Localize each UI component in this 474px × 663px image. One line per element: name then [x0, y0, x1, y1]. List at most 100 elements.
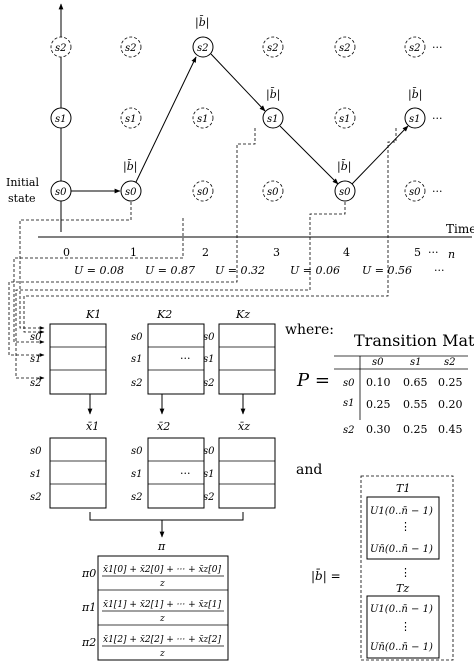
row-label: s2 — [30, 492, 42, 503]
b-def-label: |b̄| = — [311, 567, 341, 583]
n-label: n — [448, 248, 455, 261]
matrix-col-header-s0: s0 — [372, 357, 384, 368]
path-node-1 — [120, 180, 142, 202]
grid-node-label: s2 — [409, 43, 421, 54]
x-stack-2 — [147, 437, 205, 509]
grid-dots: ··· — [432, 112, 443, 125]
x-label-1: x̄1 — [86, 420, 99, 433]
grid-node — [192, 180, 214, 202]
matrix-cell: 0.20 — [438, 398, 463, 411]
path-node-3 — [262, 107, 284, 129]
matrix-cell: 0.45 — [438, 423, 463, 436]
b-label-2: |b̄| — [195, 16, 209, 30]
sample-path-arrows — [71, 53, 409, 194]
u-dots: ··· — [434, 264, 445, 277]
pi-label-0: π0 — [81, 567, 96, 580]
tick-5: 5 — [414, 246, 421, 259]
u-value-4: U = 0.06 — [290, 264, 340, 277]
matrix-row-header-s0: s0 — [343, 378, 355, 389]
row-label: s2 — [203, 492, 215, 503]
pi-symbol: π — [157, 540, 166, 553]
x-row-labels: s0 s1 s2 s0 s1 s2 s0 s1 s2 — [30, 446, 215, 503]
matrix-row-header-s2: s2 — [343, 425, 355, 436]
path-node-5-label: s1 — [409, 114, 421, 125]
row-label: s0 — [203, 446, 215, 457]
matrix-col-header-s2: s2 — [444, 357, 456, 368]
where-label: where: — [285, 322, 334, 338]
initial-state-label-line2: state — [8, 192, 36, 205]
path-node-4 — [334, 180, 356, 202]
kernel-row-labels: s0 s1 s2 s0 s1 s2 s0 s1 s2 — [30, 332, 215, 389]
b-label-5: |b̄| — [408, 88, 422, 102]
grid-node-label: s0 — [409, 187, 421, 198]
path-node-0-label: s0 — [55, 187, 67, 198]
t1-un: Un̄(0..n̄ − 1) — [370, 544, 433, 555]
kernel-label-z: Kz — [235, 308, 250, 321]
grid-node — [334, 107, 356, 129]
kernel-label-1: K1 — [85, 308, 101, 321]
tz-u1: U1(0..n̄ − 1) — [370, 604, 433, 615]
t-label-z: Tz — [396, 582, 409, 595]
matrix-cell: 0.30 — [366, 423, 391, 436]
t-vdots: ⋮ — [400, 566, 411, 579]
path-node-2-label: s2 — [197, 43, 209, 54]
pi-table — [97, 555, 229, 661]
tick-4: 4 — [343, 246, 350, 259]
path-node-1-label: s0 — [125, 187, 137, 198]
grid-node — [192, 107, 214, 129]
initial-state-label-line1: Initial — [6, 176, 39, 189]
pi-numerator-1: x̄1[1] + x̄2[1] + ··· + x̄z[1] — [103, 600, 222, 610]
t-label-1: T1 — [396, 482, 410, 495]
row-label: s0 — [203, 332, 215, 343]
grid-node — [404, 180, 426, 202]
row-label: s1 — [203, 354, 215, 365]
row-label: s2 — [131, 492, 143, 503]
u-value-1: U = 0.08 — [74, 264, 124, 277]
grid-node-label: s2 — [55, 43, 67, 54]
path-node-2 — [192, 36, 214, 58]
row-label: s0 — [30, 446, 42, 457]
grid-node-label: s0 — [197, 187, 209, 198]
grid-node — [120, 107, 142, 129]
grid-dots: ··· — [432, 41, 443, 54]
t-box-1 — [366, 496, 440, 560]
matrix-cell: 0.65 — [403, 376, 428, 389]
kernel-dots: ··· — [180, 352, 191, 365]
tick-1: 1 — [130, 246, 137, 259]
grid-node — [262, 180, 284, 202]
x-label-z: x̄z — [238, 420, 250, 433]
grid-node — [50, 36, 72, 58]
pi-denominator-1: z — [159, 614, 165, 624]
tick-0: 0 — [63, 246, 70, 259]
matrix-cell: 0.25 — [366, 398, 391, 411]
grid-node — [334, 36, 356, 58]
u-value-2: U = 0.87 — [145, 264, 195, 277]
grid-node-label: s0 — [267, 187, 279, 198]
row-label: s0 — [131, 332, 143, 343]
row-label: s1 — [131, 469, 143, 480]
axis-node-s1 — [50, 107, 72, 129]
x-stack-1 — [49, 437, 107, 509]
state-grid: s2 s2 s2 s2 s2 ··· s1 s1 s1 ··· s0 s0 s0… — [50, 36, 443, 202]
kernel-stack-2 — [147, 323, 205, 395]
grid-node-label: s2 — [125, 43, 137, 54]
kernel-stack-1 — [49, 323, 107, 395]
path-node-4-label: s0 — [339, 187, 351, 198]
tz-un: Un̄(0..n̄ − 1) — [370, 642, 433, 653]
tick-2: 2 — [202, 246, 209, 259]
t-box-z — [366, 595, 440, 659]
b-label-3: |b̄| — [266, 88, 280, 102]
x-dots: ··· — [180, 467, 191, 480]
row-label: s0 — [131, 446, 143, 457]
pi-denominator-0: z — [159, 579, 165, 589]
tz-vdots: ⋮ — [400, 620, 411, 633]
and-label: and — [296, 462, 322, 478]
grid-node-label: s1 — [125, 114, 137, 125]
row-label: s1 — [131, 354, 143, 365]
b-def-outer-box — [360, 475, 454, 661]
transition-matrix-title: Transition Matrix — [354, 331, 474, 350]
sampling-paths — [8, 128, 397, 380]
grid-node-label: s2 — [339, 43, 351, 54]
pi-label-2: π2 — [81, 636, 96, 649]
p-equals-label: P = — [296, 370, 330, 391]
